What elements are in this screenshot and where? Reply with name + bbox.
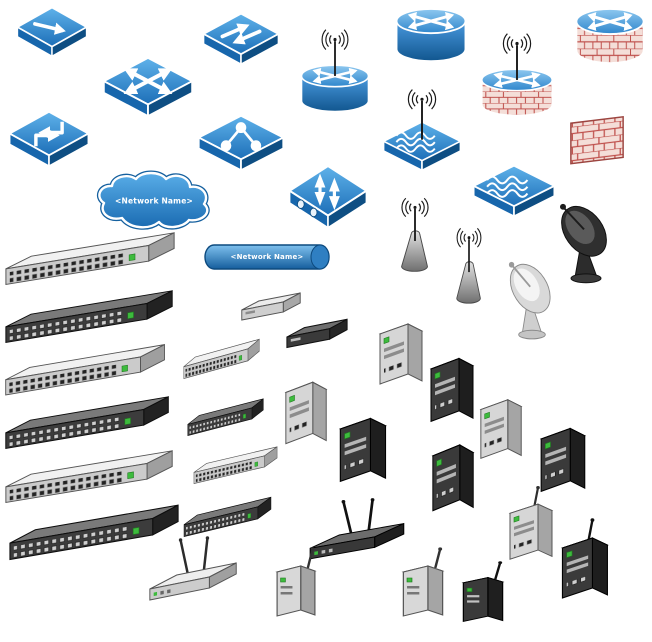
antenna-device-light-icon-1[interactable] bbox=[270, 546, 322, 628]
wireless-firewall-router-icon[interactable] bbox=[477, 32, 557, 118]
tower-server-light-icon-3[interactable] bbox=[477, 390, 527, 472]
tower-graphic bbox=[339, 417, 387, 482]
antenna-small-icon[interactable] bbox=[448, 226, 490, 310]
antenna-small-graphic bbox=[448, 226, 490, 310]
atm-switch-graphic bbox=[472, 164, 556, 218]
network-link-pipe[interactable]: <Network Name> bbox=[202, 242, 332, 272]
wireless-router-icon[interactable] bbox=[297, 28, 373, 114]
tower-server-dark-icon-1[interactable] bbox=[427, 348, 479, 436]
ap-tower-graphic bbox=[556, 516, 616, 612]
crossover-switch-icon[interactable] bbox=[8, 110, 90, 168]
hub-icon[interactable] bbox=[197, 114, 285, 172]
switch-graphic bbox=[16, 6, 88, 58]
firewall-icon[interactable] bbox=[567, 114, 627, 170]
duplex-switch-graphic bbox=[202, 12, 280, 66]
desktop-switch-graphic bbox=[183, 338, 260, 379]
wifi-router-graphic bbox=[148, 534, 238, 602]
desktop-hub-dark-icon[interactable] bbox=[283, 312, 351, 360]
switch-icon[interactable] bbox=[16, 6, 88, 58]
multilayer-switch-icon[interactable] bbox=[102, 56, 194, 118]
cloud-graphic bbox=[92, 170, 216, 232]
wireless-access-point-graphic bbox=[382, 88, 462, 172]
desktop-switch-light-icon[interactable] bbox=[182, 334, 262, 392]
antenna-device-graphic bbox=[275, 546, 317, 618]
satellite-dish-light-icon[interactable] bbox=[500, 258, 564, 348]
antenna-device-light-icon-2[interactable] bbox=[396, 546, 450, 628]
atm-switch-icon[interactable] bbox=[472, 164, 556, 218]
tower-server-light-icon-1[interactable] bbox=[376, 314, 428, 398]
firewall-graphic bbox=[570, 116, 624, 165]
duplex-switch-icon[interactable] bbox=[202, 12, 280, 66]
router-icon[interactable] bbox=[392, 8, 470, 64]
router-graphic bbox=[392, 8, 470, 64]
wireless-router-graphic bbox=[297, 28, 373, 114]
access-server-graphic bbox=[288, 164, 368, 230]
tower-graphic bbox=[430, 357, 474, 422]
hub-graphic bbox=[197, 114, 285, 172]
antenna-device-graphic bbox=[402, 546, 444, 618]
tower-server-light-icon-2[interactable] bbox=[282, 372, 332, 458]
crossover-switch-graphic bbox=[8, 110, 90, 168]
ap-tower-graphic bbox=[504, 484, 560, 572]
wireless-firewall-router-graphic bbox=[477, 32, 557, 118]
multilayer-switch-graphic bbox=[102, 56, 194, 118]
tower-server-dark-icon-2[interactable] bbox=[336, 408, 392, 496]
tower-graphic bbox=[379, 323, 423, 385]
desktop-hub-graphic bbox=[286, 318, 348, 349]
access-point-tower-light-icon[interactable] bbox=[504, 484, 560, 572]
desktop-switch-graphic bbox=[187, 398, 264, 436]
firewall-router-graphic bbox=[572, 8, 648, 66]
pipe-graphic bbox=[204, 244, 330, 270]
firewall-router-icon[interactable] bbox=[572, 8, 648, 66]
wireless-router-light-icon[interactable] bbox=[146, 534, 242, 616]
tower-graphic bbox=[480, 399, 522, 459]
desktop-switch-light-icon-2[interactable] bbox=[192, 442, 280, 496]
tower-graphic bbox=[285, 381, 327, 445]
network-cloud-shape[interactable]: <Network Name> bbox=[92, 170, 216, 232]
antenna-device-graphic bbox=[462, 560, 504, 623]
access-point-tower-dark-icon[interactable] bbox=[556, 516, 616, 612]
tower-graphic bbox=[432, 444, 474, 512]
desktop-switch-dark-icon[interactable] bbox=[186, 394, 266, 448]
satellite-dish-light-graphic bbox=[501, 258, 560, 340]
antenna-large-icon[interactable] bbox=[392, 196, 438, 278]
access-server-icon[interactable] bbox=[288, 164, 368, 230]
desktop-switch-graphic bbox=[193, 446, 278, 484]
wireless-access-point-icon[interactable] bbox=[382, 88, 462, 172]
antenna-device-dark-icon[interactable] bbox=[456, 560, 510, 632]
antenna-large-graphic bbox=[392, 196, 438, 278]
tower-server-dark-icon-4[interactable] bbox=[429, 434, 479, 526]
